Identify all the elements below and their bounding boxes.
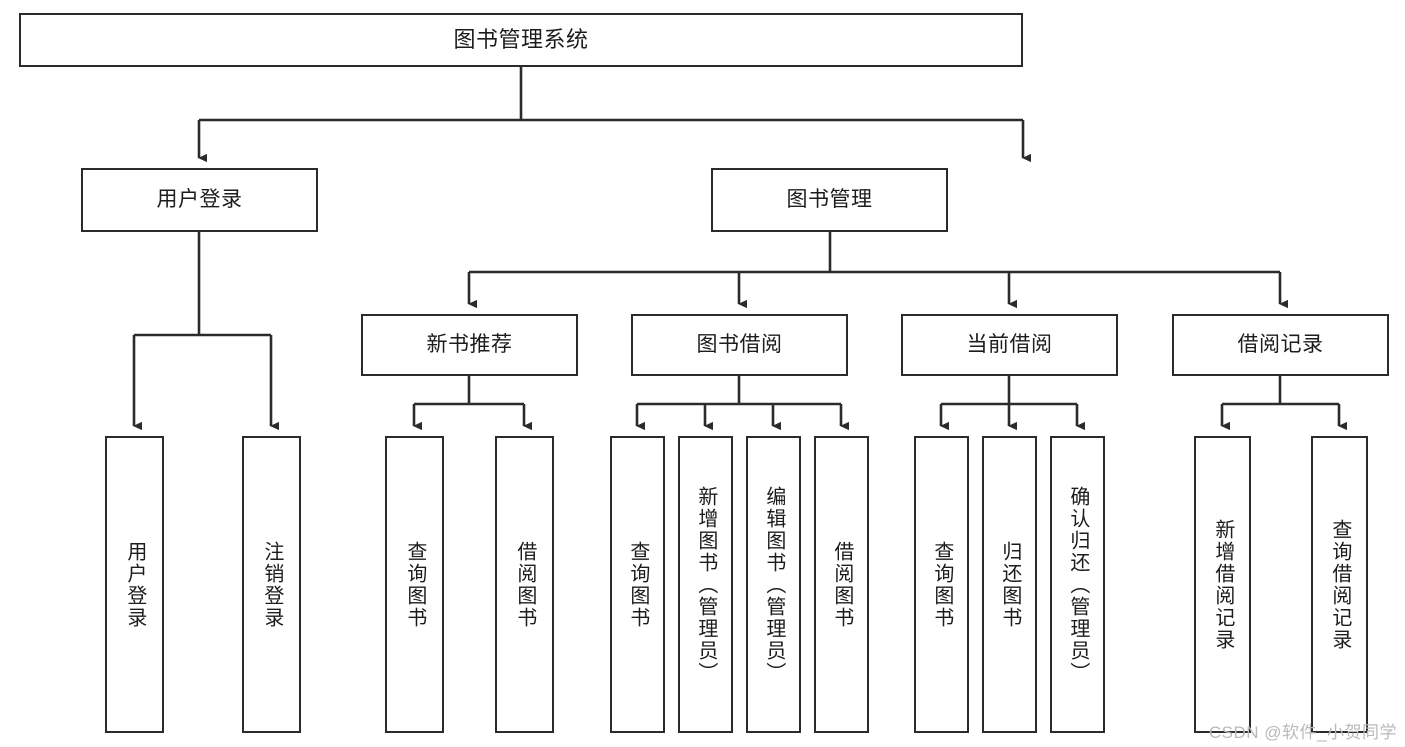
leaf-query-book-3-label: 查询图书 — [930, 540, 953, 629]
leaf-add-book-label: 新增图书（管理员） — [694, 485, 717, 684]
leaf-logout[interactable]: 注销登录 — [242, 436, 301, 733]
node-current-borrow[interactable]: 当前借阅 — [901, 314, 1118, 376]
leaf-user-login-label: 用户登录 — [123, 540, 146, 629]
node-root-label: 图书管理系统 — [453, 27, 589, 53]
leaf-borrow-book-2-label: 借阅图书 — [830, 540, 853, 629]
node-current-borrow-label: 当前借阅 — [966, 332, 1053, 356]
leaf-query-book-2[interactable]: 查询图书 — [610, 436, 665, 733]
leaf-query-book-1-label: 查询图书 — [403, 540, 426, 629]
leaf-edit-book-label: 编辑图书（管理员） — [762, 485, 785, 684]
node-book-manage[interactable]: 图书管理 — [711, 168, 948, 232]
leaf-add-book[interactable]: 新增图书（管理员） — [678, 436, 733, 733]
node-user-login-label: 用户登录 — [156, 187, 243, 211]
node-user-login[interactable]: 用户登录 — [81, 168, 318, 232]
leaf-return-book[interactable]: 归还图书 — [982, 436, 1037, 733]
leaf-borrow-book-1[interactable]: 借阅图书 — [495, 436, 554, 733]
node-new-book-recommend[interactable]: 新书推荐 — [361, 314, 578, 376]
leaf-confirm-return-label: 确认归还（管理员） — [1066, 485, 1089, 684]
leaf-add-record[interactable]: 新增借阅记录 — [1194, 436, 1251, 733]
leaf-borrow-book-1-label: 借阅图书 — [513, 540, 536, 629]
node-book-manage-label: 图书管理 — [786, 187, 873, 211]
node-new-book-recommend-label: 新书推荐 — [426, 332, 513, 356]
leaf-return-book-label: 归还图书 — [998, 540, 1021, 629]
leaf-borrow-book-2[interactable]: 借阅图书 — [814, 436, 869, 733]
leaf-query-record-label: 查询借阅记录 — [1328, 518, 1351, 651]
node-book-borrow[interactable]: 图书借阅 — [631, 314, 848, 376]
leaf-query-book-1[interactable]: 查询图书 — [385, 436, 444, 733]
node-borrow-record-label: 借阅记录 — [1237, 332, 1324, 356]
leaf-logout-label: 注销登录 — [260, 540, 283, 629]
leaf-user-login[interactable]: 用户登录 — [105, 436, 164, 733]
watermark: CSDN @软件_小贺同学 — [1208, 723, 1397, 742]
leaf-query-book-3[interactable]: 查询图书 — [914, 436, 969, 733]
leaf-add-record-label: 新增借阅记录 — [1211, 518, 1234, 651]
leaf-confirm-return[interactable]: 确认归还（管理员） — [1050, 436, 1105, 733]
node-book-borrow-label: 图书借阅 — [696, 332, 783, 356]
node-root[interactable]: 图书管理系统 — [19, 13, 1023, 67]
leaf-query-book-2-label: 查询图书 — [626, 540, 649, 629]
leaf-edit-book[interactable]: 编辑图书（管理员） — [746, 436, 801, 733]
leaf-query-record[interactable]: 查询借阅记录 — [1311, 436, 1368, 733]
node-borrow-record[interactable]: 借阅记录 — [1172, 314, 1389, 376]
